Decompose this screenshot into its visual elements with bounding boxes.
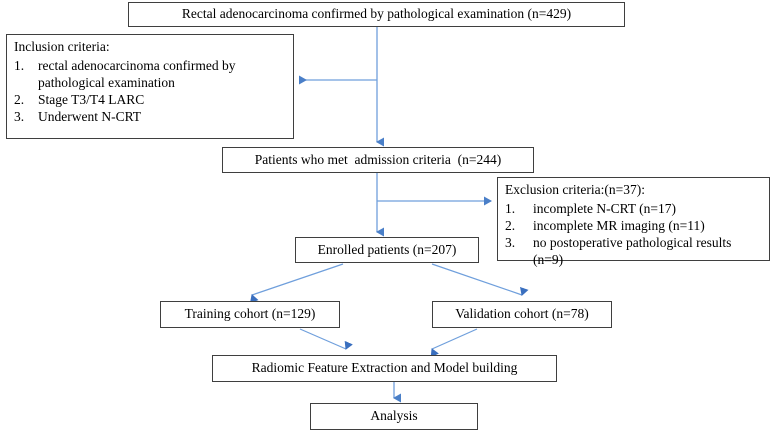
exclusion-criteria-title: Exclusion criteria:(n=37): xyxy=(505,182,645,197)
arrow-training-to-radiomic xyxy=(299,328,353,350)
exclusion-item-number: 2. xyxy=(505,217,516,233)
inclusion-item-text: Underwent N-CRT xyxy=(38,108,142,124)
exclusion-criteria-item: 2. incomplete MR imaging (n=11) xyxy=(505,217,763,234)
inclusion-criteria-title: Inclusion criteria: xyxy=(14,39,110,54)
node-exclusion-criteria: Exclusion criteria:(n=37): 1. incomplete… xyxy=(497,177,770,267)
node-radiomic-feature-extraction: Radiomic Feature Extraction and Model bu… xyxy=(212,355,557,382)
arrow-enrolled-to-training xyxy=(249,263,344,304)
node-admission-criteria-met: Patients who met admission criteria (n=2… xyxy=(222,147,534,173)
node-admission-criteria-met-label: Patients who met admission criteria (n=2… xyxy=(254,151,502,167)
exclusion-item-text: incomplete N-CRT (n=17) xyxy=(533,200,677,216)
node-analysis: Analysis xyxy=(310,403,478,430)
exclusion-item-text: no postoperative pathological results (n… xyxy=(533,234,732,267)
node-training-cohort-label: Training cohort (n=129) xyxy=(184,306,316,322)
inclusion-item-text: Stage T3/T4 LARC xyxy=(38,91,145,107)
node-radiomic-feature-extraction-label: Radiomic Feature Extraction and Model bu… xyxy=(251,360,518,376)
exclusion-item-text: incomplete MR imaging (n=11) xyxy=(533,217,705,233)
arrow-validation-to-radiomic xyxy=(430,328,478,358)
exclusion-criteria-item: 3. no postoperative pathological results… xyxy=(505,234,763,268)
inclusion-criteria-item: 3. Underwent N-CRT xyxy=(14,108,287,125)
inclusion-item-number: 1. xyxy=(14,57,25,73)
node-enrolled-patients: Enrolled patients (n=207) xyxy=(295,237,479,263)
inclusion-item-text: rectal adenocarcinoma confirmed by patho… xyxy=(38,57,236,90)
node-enrolled-patients-label: Enrolled patients (n=207) xyxy=(317,241,457,257)
node-inclusion-criteria: Inclusion criteria: 1. rectal adenocarci… xyxy=(6,34,294,139)
exclusion-criteria-list: 1. incomplete N-CRT (n=17) 2. incomplete… xyxy=(505,200,763,268)
node-analysis-label: Analysis xyxy=(370,408,418,424)
exclusion-criteria-item: 1. incomplete N-CRT (n=17) xyxy=(505,200,763,217)
inclusion-item-number: 3. xyxy=(14,108,25,124)
node-total-patients: Rectal adenocarcinoma confirmed by patho… xyxy=(128,2,625,27)
node-total-patients-label: Rectal adenocarcinoma confirmed by patho… xyxy=(181,6,572,22)
arrow-enrolled-to-validation xyxy=(431,263,529,296)
node-validation-cohort-label: Validation cohort (n=78) xyxy=(455,306,589,322)
inclusion-criteria-list: 1. rectal adenocarcinoma confirmed by pa… xyxy=(14,57,287,125)
exclusion-item-number: 3. xyxy=(505,234,516,250)
inclusion-item-number: 2. xyxy=(14,91,25,107)
node-training-cohort: Training cohort (n=129) xyxy=(160,301,340,328)
inclusion-criteria-item: 2. Stage T3/T4 LARC xyxy=(14,91,287,108)
exclusion-item-number: 1. xyxy=(505,200,516,216)
node-validation-cohort: Validation cohort (n=78) xyxy=(432,301,612,328)
inclusion-criteria-item: 1. rectal adenocarcinoma confirmed by pa… xyxy=(14,57,287,91)
